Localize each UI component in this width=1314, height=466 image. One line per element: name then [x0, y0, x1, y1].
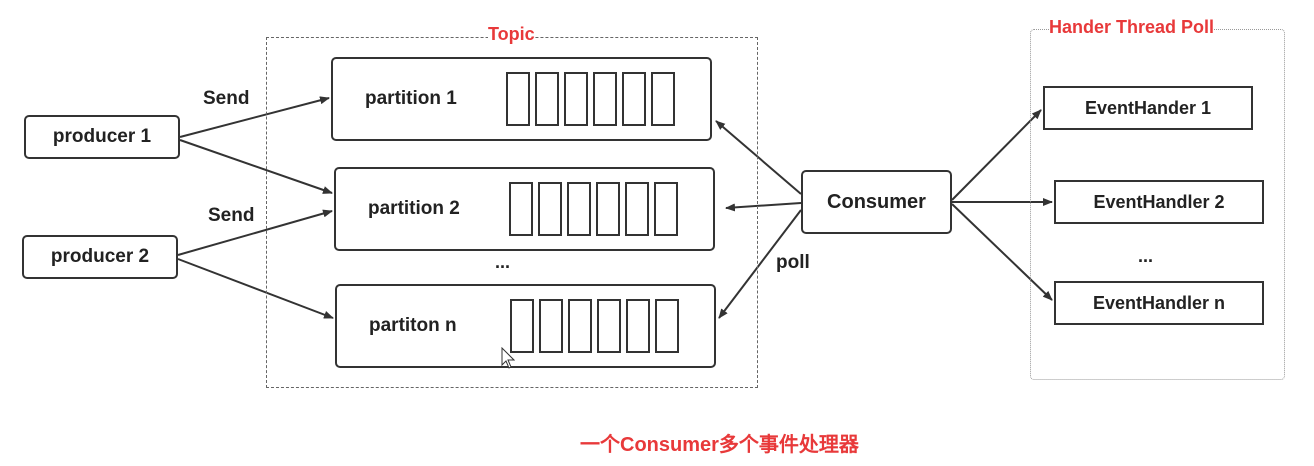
handler-ellipsis: ... — [1138, 246, 1154, 266]
queue-slot — [654, 182, 678, 236]
queue-slot — [506, 72, 530, 126]
arrow-consumer-partition2 — [725, 202, 802, 212]
arrow-consumer-partition1 — [715, 120, 802, 195]
partition-1-queue — [506, 72, 675, 126]
consumer-node: Consumer — [801, 170, 952, 234]
partition-1-label: partition 1 — [365, 88, 457, 109]
partition-n-label: partiton n — [369, 315, 457, 336]
queue-slot — [510, 299, 534, 353]
queue-slot — [538, 182, 562, 236]
queue-slot — [539, 299, 563, 353]
queue-slot — [564, 72, 588, 126]
topic-title: Topic — [488, 24, 535, 44]
arrow-producer1-partition1 — [179, 96, 330, 138]
queue-slot — [626, 299, 650, 353]
poll-label: poll — [776, 252, 810, 273]
arrow-producer2-partition2 — [177, 209, 333, 256]
queue-slot — [509, 182, 533, 236]
queue-slot — [622, 72, 646, 126]
partition-1-node: partition 1 — [331, 57, 712, 141]
mouse-cursor-icon — [501, 347, 515, 369]
consumer-label: Consumer — [827, 190, 926, 213]
event-handler-n-node: EventHandler n — [1054, 281, 1264, 325]
producer-2-label: producer 2 — [50, 246, 150, 267]
arrow-consumer-partitionn — [718, 209, 802, 319]
queue-slot — [597, 299, 621, 353]
partition-ellipsis: ... — [495, 252, 511, 272]
queue-slot — [568, 299, 592, 353]
arrow-consumer-handler1 — [951, 109, 1042, 201]
event-handler-1-label: EventHander 1 — [1084, 97, 1212, 118]
event-handler-2-label: EventHandler 2 — [1093, 191, 1225, 212]
partition-2-node: partition 2 — [334, 167, 715, 251]
queue-slot — [535, 72, 559, 126]
partition-2-label: partition 2 — [368, 198, 460, 219]
queue-slot — [596, 182, 620, 236]
producer-1-label: producer 1 — [52, 126, 152, 147]
arrow-producer1-partition2 — [179, 139, 333, 194]
partition-n-node: partiton n — [335, 284, 716, 368]
queue-slot — [655, 299, 679, 353]
queue-slot — [651, 72, 675, 126]
send-label-2: Send — [208, 205, 255, 226]
queue-slot — [593, 72, 617, 126]
arrow-producer2-partitionn — [177, 258, 334, 319]
partition-n-queue — [510, 299, 679, 353]
event-handler-2-node: EventHandler 2 — [1054, 180, 1264, 224]
arrow-consumer-handlern — [951, 203, 1053, 301]
partition-2-queue — [509, 182, 678, 236]
send-label-1: Send — [203, 88, 250, 109]
handler-pool-title: Hander Thread Poll — [1049, 17, 1215, 37]
producer-1-node: producer 1 — [24, 115, 180, 159]
event-handler-1-node: EventHander 1 — [1043, 86, 1253, 130]
queue-slot — [567, 182, 591, 236]
diagram-caption: 一个Consumer多个事件处理器 — [580, 434, 859, 456]
producer-2-node: producer 2 — [22, 235, 178, 279]
queue-slot — [625, 182, 649, 236]
event-handler-n-label: EventHandler n — [1092, 292, 1226, 313]
